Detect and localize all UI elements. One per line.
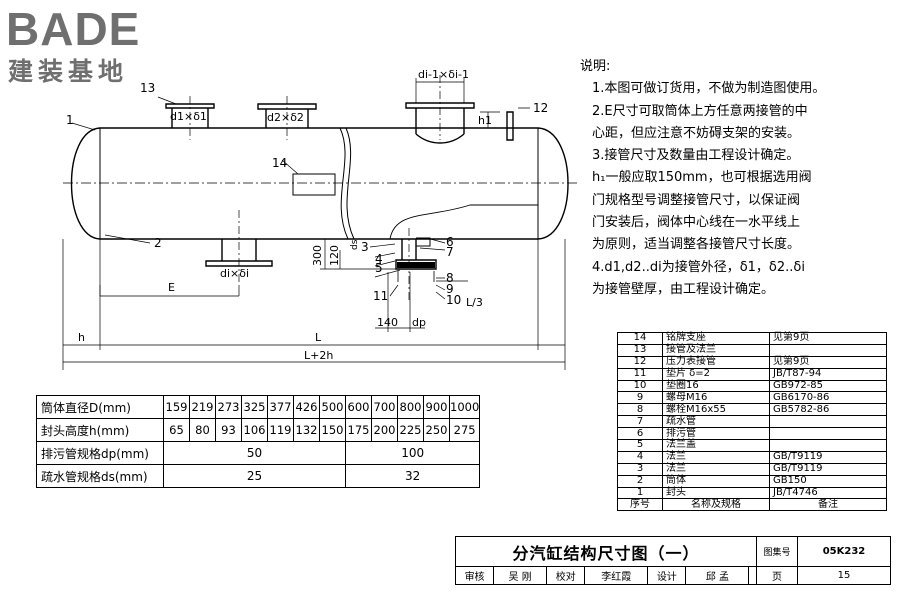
dim-label: 疏水管规格ds(mm) [36,464,164,488]
label-h: h [78,331,85,344]
page-number: 15 [797,566,891,585]
callout-9: 9 [446,282,454,296]
callout-14: 14 [272,156,287,170]
break-line [339,127,355,240]
note-line: 为接管壁厚，由工程设计确定。 [592,281,775,297]
callout-8: 8 [446,271,454,285]
label-d-top-right: di-1×δi-1 [418,68,469,81]
note-line: h₁一般应取150mm，也可根据选用阀 [592,170,812,186]
right-head [537,127,569,240]
nozzle-d1 [165,103,215,128]
note-line: 4.d1,d2..di为接管外径，δ1，δ2..δi [592,259,805,275]
label-dim300: 300 [311,245,324,266]
note-line: 为原则，适当调整各接管尺寸长度。 [592,237,801,253]
label-L3: L/3 [466,296,483,309]
pressure-gauge-nozzle [506,111,514,141]
callout-1: 1 [66,113,74,127]
callout-6: 6 [446,235,454,249]
notes-block: 说明: 1.本图可做订货用，不做为制造图使用。 2.E尺寸可取筒体上方任意两接管… [580,56,885,301]
drain-outlet [389,204,538,240]
label-ds: ds [350,239,360,250]
callout-4: 4 [375,252,383,266]
label-h1: h1 [478,114,492,127]
note-line: 1.本图可做订货用，不做为制造图使用。 [592,81,826,97]
checker: 李红霞 [584,566,649,585]
title-block: 分汽缸结构尺寸图（一） 图集号 05K232 审核 吴 刚 校对 李红霞 设计 … [454,536,891,585]
callout-7: 7 [446,245,454,259]
left-head [70,127,101,240]
dim-label: 排污管规格dp(mm) [36,441,164,465]
designer: 邱 孟 [685,566,750,585]
note-line: 门安装后，阀体中心线在一水平线上 [592,215,801,231]
label-dim120: 120 [328,245,341,266]
callout-3: 3 [361,240,369,254]
logo-brand: BADE [6,3,141,55]
atlas-label: 图集号 [756,536,798,567]
label-L2h: L+2h [304,349,333,362]
note-line: 门规格型号调整接管尺寸，以保证阀 [592,192,801,208]
atlas-number: 05K232 [797,536,891,567]
vessel-shell [100,127,538,240]
note-line: 心距，但应注意不妨碍支架的安装。 [592,125,801,141]
note-line: 2.E尺寸可取筒体上方任意两接管的中 [592,103,808,119]
note-line: 3.接管尺寸及数量由工程设计确定。 [592,148,800,164]
drawing-title: 分汽缸结构尺寸图（一） [455,536,757,567]
label-dim140: 140 [377,316,398,329]
reviewer: 吴 刚 [493,566,548,585]
parts-header-row: 序号名称及规格备注 [617,498,887,512]
callout-2: 2 [154,236,162,250]
drain-pipe [395,239,437,270]
dim-label: 封头高度h(mm) [36,418,164,442]
dim-label: 筒体直径D(mm) [36,395,164,419]
label-L: L [315,331,322,344]
callout-10: 10 [446,293,461,307]
callout-11: 11 [373,289,388,303]
callout-5: 5 [375,261,383,275]
label-E: E [168,281,175,294]
nozzle-di-1 [405,102,475,144]
label-di: di×δi [220,267,249,280]
notes-title: 说明: [580,59,611,74]
label-d2: d2×δ2 [267,111,304,124]
callout-13: 13 [140,81,155,95]
logo-subtitle: 建装基地 [8,57,129,86]
label-d1: d1×δ1 [170,110,207,123]
label-dp: dp [412,316,426,329]
callout-12: 12 [533,101,548,115]
nozzle-d2 [257,103,317,128]
nameplate-support [292,173,336,196]
nozzle-di [205,239,273,267]
